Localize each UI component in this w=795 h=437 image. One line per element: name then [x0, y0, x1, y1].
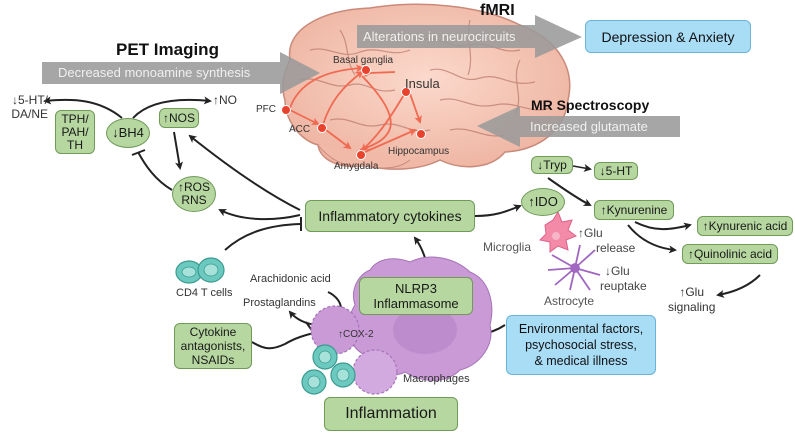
astrocyte-illustration — [547, 244, 601, 291]
no-label: ↑NO — [213, 93, 237, 107]
brain-region-dots — [281, 65, 426, 160]
quinolinic-acid-box: ↑Quinolinic acid — [682, 244, 778, 264]
bh4-node: ↓BH4 — [106, 118, 150, 148]
fmri-title: fMRI — [480, 2, 515, 19]
inflammatory-cytokines-box: Inflammatory cytokines — [305, 200, 475, 232]
fmri-finding: Alterations in neurocircuits — [363, 29, 516, 44]
fmri-arrow — [357, 15, 582, 58]
pet-arrow — [42, 52, 320, 94]
ros-rns-node: ↑ROS RNS — [172, 176, 216, 212]
label-hippocampus: Hippocampus — [388, 146, 450, 157]
ido-node: ↑IDO — [521, 188, 565, 216]
glu-reuptake-label: ↓Glu reuptake — [600, 264, 647, 294]
pathway-arrows — [43, 96, 761, 350]
mrs-title: MR Spectroscopy — [531, 97, 650, 113]
microglia-illustration — [538, 210, 578, 253]
pet-imaging-title: PET Imaging — [116, 40, 219, 59]
mrs-arrow — [477, 106, 680, 147]
glu-reuptake-line2: reuptake — [600, 279, 647, 293]
glu-release-line2: release — [596, 241, 636, 255]
environment-line1: Environmental factors, — [518, 322, 644, 336]
cd4-t-cells-inner — [181, 263, 219, 278]
monoamines-line2: DA/NE — [11, 107, 48, 121]
enzymes-line2: PAH/ — [61, 124, 89, 139]
label-basal-ganglia: Basal ganglia — [333, 55, 394, 66]
macrophages-label: Macrophages — [403, 373, 470, 385]
environment-line3: & medical illness — [534, 354, 628, 368]
nlrp3-line1: NLRP3 — [395, 281, 437, 296]
antagonists-line1: Cytokine — [189, 325, 237, 339]
enzymes-box: TPH/ PAH/ TH — [55, 110, 95, 154]
cox2-label: ↑COX-2 — [338, 329, 374, 340]
antagonists-line2: antagonists, — [180, 339, 246, 353]
serotonin-box: ↓5-HT — [594, 162, 638, 180]
mrs-finding: Increased glutamate — [530, 119, 648, 134]
label-pfc: PFC — [256, 104, 276, 115]
nlrp3-inflammasome-box: NLRP3 Inflammasome — [359, 277, 473, 315]
antagonists-line3: NSAIDs — [191, 353, 235, 367]
microglia-label: Microglia — [483, 240, 532, 254]
cd4-t-cells-label: CD4 T cells — [176, 287, 233, 299]
label-insula: Insula — [405, 76, 440, 91]
depression-anxiety-box: Depression & Anxiety — [585, 20, 751, 53]
label-amygdala: Amygdala — [334, 161, 379, 172]
t-cells-inner — [307, 350, 350, 389]
monoamines-label: ↓5-HT/ DA/NE — [0, 93, 48, 121]
glu-release-line1: ↑Glu — [578, 226, 603, 240]
glu-reuptake-line1: ↓Glu — [605, 264, 630, 278]
pet-finding: Decreased monoamine synthesis — [58, 65, 251, 80]
enzymes-line3: TH — [67, 137, 83, 152]
monoamines-line1: ↓5-HT/ — [12, 93, 48, 107]
cytokine-antagonists-box: Cytokine antagonists, NSAIDs — [174, 323, 252, 369]
prostaglandins-label: Prostaglandins — [243, 297, 316, 309]
kynurenine-box: ↑Kynurenine — [594, 200, 674, 220]
tryp-box: ↓Tryp — [531, 156, 573, 174]
glu-signaling-label: ↑Glu signaling — [668, 285, 715, 315]
inflammation-box: Inflammation — [324, 397, 458, 431]
glu-release-label: ↑Glu release — [578, 226, 635, 256]
environment-line2: psychosocial stress, — [525, 338, 637, 352]
environmental-factors-box: Environmental factors, psychosocial stre… — [506, 315, 656, 375]
glu-signaling-line2: signaling — [668, 300, 716, 314]
ros-line2: RNS — [181, 193, 207, 207]
label-acc: ACC — [289, 124, 311, 135]
ros-line1: ↑ROS — [177, 180, 210, 195]
kynurenic-acid-box: ↑Kynurenic acid — [697, 216, 793, 236]
arachidonic-acid-label: Arachidonic acid — [250, 273, 331, 285]
glu-signaling-line1: ↑Glu — [679, 285, 705, 299]
nlrp3-line2: Inflammasome — [373, 296, 459, 311]
nos-box: ↑NOS — [159, 108, 199, 128]
astrocyte-label: Astrocyte — [544, 294, 595, 308]
enzymes-line1: TPH/ — [61, 111, 89, 126]
